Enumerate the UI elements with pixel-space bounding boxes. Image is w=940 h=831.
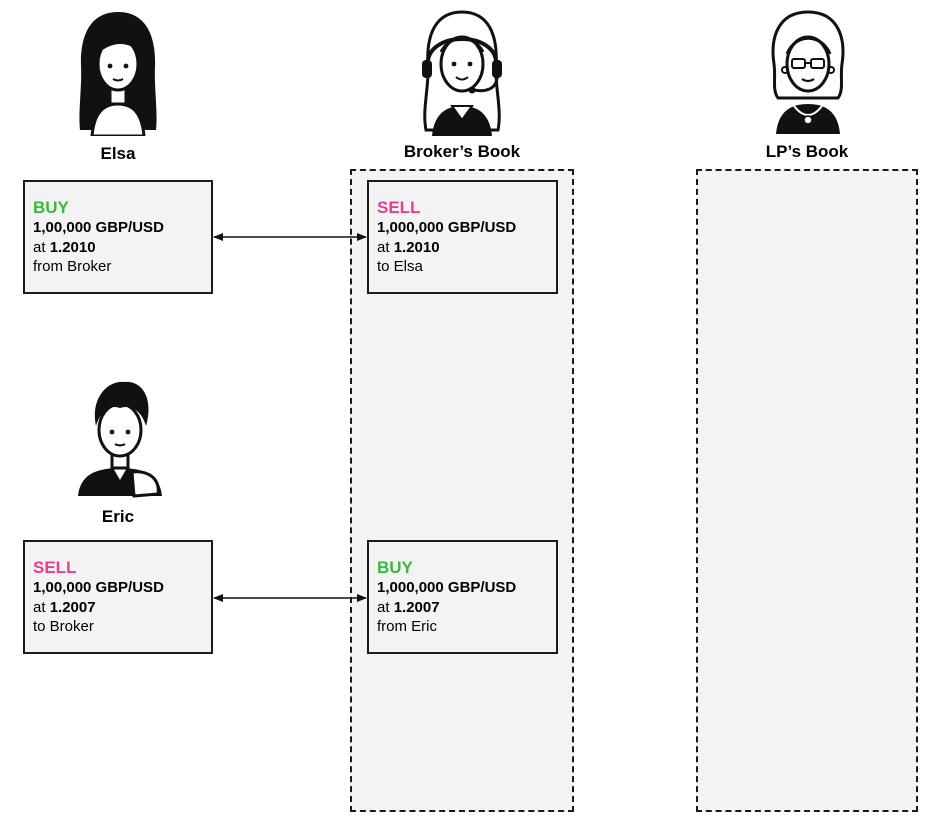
rate-prefix: at [377,238,390,256]
trade-side: SELL [33,558,77,577]
elsa-name-label: Elsa [100,144,136,163]
eric-name-label: Eric [101,507,135,526]
brokers-book-label: Broker’s Book [403,142,521,161]
elsa-trade-card: BUY 1,00,000 GBP/USD at 1.2010 from Brok… [23,180,213,294]
trade-rate-line: at 1.2010 [33,238,203,258]
trade-side: BUY [377,558,413,577]
lps-book-panel [696,169,918,812]
man-avatar-icon [78,381,162,498]
rate-prefix: at [33,598,46,616]
trade-rate: 1.2010 [49,238,96,256]
trade-rate-line: at 1.2007 [33,598,203,618]
trade-side: SELL [377,198,421,217]
trade-counterparty: to Broker [33,618,94,635]
older-woman-glasses-avatar-icon [771,10,845,134]
trade-quantity: 1,000,000 GBP/USD [377,579,517,596]
trade-counterparty: to Elsa [377,258,423,275]
trade-rate: 1.2010 [393,238,440,256]
trade-quantity: 1,000,000 GBP/USD [377,219,517,236]
rate-prefix: at [33,238,46,256]
trade-quantity: 1,00,000 GBP/USD [33,219,164,236]
trade-side: BUY [33,198,69,217]
broker-sell-card: SELL 1,000,000 GBP/USD at 1.2010 to Elsa [367,180,558,294]
trade-counterparty: from Eric [377,618,437,635]
trade-rate-line: at 1.2010 [377,238,548,258]
broker-buy-card: BUY 1,000,000 GBP/USD at 1.2007 from Eri… [367,540,558,654]
eric-trade-card: SELL 1,00,000 GBP/USD at 1.2007 to Broke… [23,540,213,654]
lps-book-label: LP’s Book [765,142,849,161]
trade-rate-line: at 1.2007 [377,598,548,618]
trade-rate: 1.2007 [393,598,440,616]
rate-prefix: at [377,598,390,616]
trade-quantity: 1,00,000 GBP/USD [33,579,164,596]
woman-avatar-icon [79,12,157,136]
headset-woman-avatar-icon [422,10,502,136]
trade-rate: 1.2007 [49,598,96,616]
trade-counterparty: from Broker [33,258,112,275]
